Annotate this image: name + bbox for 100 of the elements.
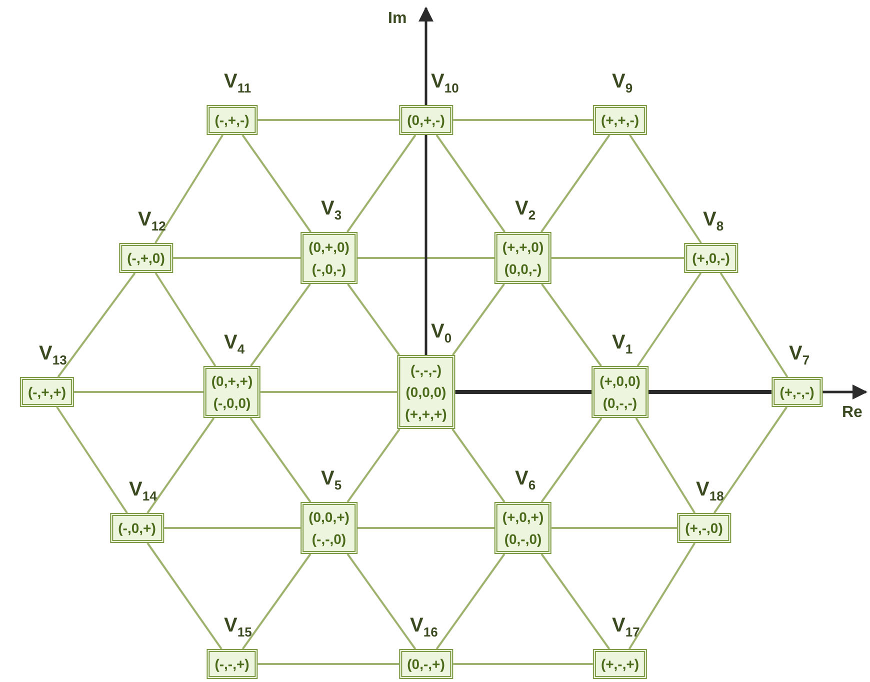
switching-state: (-,0,+)	[118, 519, 156, 538]
vector-label: V$_{9}$	[612, 70, 633, 96]
connector-line	[452, 283, 505, 356]
switching-state: (0,-,-)	[602, 394, 638, 413]
switching-state: (-,-,-)	[410, 361, 442, 380]
connector-line	[242, 553, 312, 650]
connector-line	[636, 272, 702, 367]
switching-state: (+,+,+)	[405, 405, 447, 424]
switching-state: (+,0,0)	[600, 372, 640, 391]
state-box	[206, 649, 258, 679]
vector-label: V$_{15}$	[224, 614, 252, 640]
connector-line	[540, 417, 602, 503]
connector-line	[154, 272, 216, 367]
switching-state: (-,0,0)	[213, 394, 251, 413]
state-box	[203, 366, 261, 418]
state-box	[119, 243, 173, 273]
vector-label: V$_{4}$	[224, 332, 245, 356]
vector-label: V$_{2}$	[515, 198, 536, 222]
switching-state: (-,-,0)	[312, 530, 346, 549]
switching-state: (0,+,+)	[211, 372, 253, 391]
connector-line	[713, 406, 788, 514]
switching-state: (-,0,-)	[312, 260, 346, 279]
connector-line	[74, 391, 204, 393]
connector-line	[56, 406, 128, 514]
vector-label: V$_{8}$	[703, 208, 724, 234]
vector-label: V$_{5}$	[321, 468, 342, 492]
switching-state: (-,+,-)	[214, 111, 250, 130]
switching-state: (+,-,-)	[780, 383, 814, 402]
connector-line	[250, 283, 311, 367]
connector-line	[250, 417, 312, 503]
state-box	[110, 513, 164, 543]
connector-line	[260, 391, 397, 393]
state-box	[206, 105, 258, 135]
vector-label: V$_{16}$	[410, 614, 438, 640]
connector-line	[720, 272, 788, 378]
connector-line	[628, 542, 696, 650]
connector-line	[541, 283, 602, 367]
connector-line	[552, 527, 677, 529]
switching-state: (+,+,-)	[600, 111, 640, 130]
connector-line	[552, 257, 684, 259]
connector-line	[436, 553, 506, 650]
axis-label: Im	[388, 10, 407, 28]
connector-line	[57, 272, 136, 378]
connector-line	[258, 663, 399, 665]
switching-state: (0,0,0)	[406, 383, 446, 402]
switching-state: (0,0,-)	[504, 260, 542, 279]
switching-state: (+,+,0)	[502, 238, 544, 257]
connector-line	[453, 663, 593, 665]
vector-label: V$_{17}$	[612, 614, 640, 640]
switching-state: (+,0,+)	[502, 508, 544, 527]
vector-label: V$_{0}$	[431, 320, 452, 346]
connector-line	[346, 553, 416, 650]
vector-label: V$_{13}$	[39, 342, 67, 368]
switching-state: (0,0,+)	[308, 508, 350, 527]
switching-state: (0,+,-)	[407, 111, 445, 130]
connector-line	[629, 134, 702, 244]
connector-line	[358, 257, 494, 259]
switching-state: (+,-,0)	[685, 519, 723, 538]
connector-line	[358, 527, 494, 529]
state-box	[592, 366, 648, 418]
vector-label: V$_{12}$	[138, 208, 166, 234]
axis-label: Re	[842, 404, 862, 422]
connector-line	[154, 134, 224, 244]
connector-line	[164, 527, 300, 529]
connector-line	[242, 134, 312, 233]
connector-line	[540, 553, 610, 650]
switching-state: (0,-,+)	[407, 655, 445, 674]
switching-state: (0,+,0)	[308, 238, 350, 257]
vector-label: V$_{11}$	[224, 70, 252, 96]
switching-state: (+,-,+)	[600, 655, 640, 674]
connector-line	[540, 134, 610, 233]
vector-label: V$_{6}$	[515, 468, 536, 492]
state-box	[592, 649, 648, 679]
connector-line	[146, 542, 222, 650]
connector-line	[347, 283, 400, 356]
connector-line	[436, 134, 506, 233]
state-box	[20, 377, 74, 407]
connector-line	[173, 257, 300, 259]
switching-state: (-,+,+)	[28, 383, 66, 402]
connector-line	[346, 428, 400, 503]
state-box	[592, 105, 648, 135]
switching-state: (-,-,+)	[214, 655, 250, 674]
switching-state: (0,-,0)	[504, 530, 542, 549]
connector-line	[453, 119, 593, 121]
state-box	[300, 502, 358, 554]
connector-line	[452, 428, 506, 503]
connector-line	[258, 119, 399, 121]
state-box	[684, 243, 738, 273]
switching-state: (-,+,0)	[127, 249, 165, 268]
vector-label: V$_{14}$	[129, 478, 157, 504]
state-box	[494, 232, 552, 284]
state-box	[677, 513, 731, 543]
state-box	[399, 649, 453, 679]
connector-line	[635, 417, 696, 514]
connector-line	[648, 390, 772, 394]
state-box	[300, 232, 358, 284]
vector-label: V$_{7}$	[789, 342, 810, 368]
connector-line	[146, 417, 215, 514]
state-box	[494, 502, 552, 554]
state-box	[397, 355, 455, 429]
